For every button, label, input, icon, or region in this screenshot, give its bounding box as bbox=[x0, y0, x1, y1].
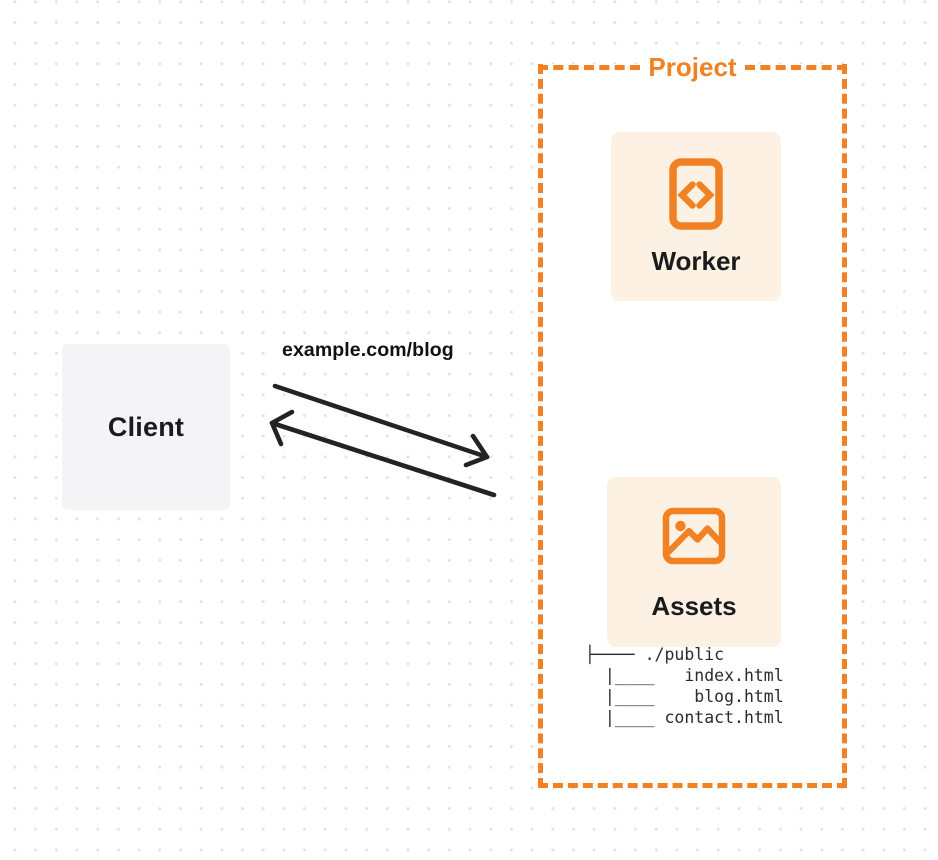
request-url-label: example.com/blog bbox=[282, 339, 454, 361]
worker-card: Worker bbox=[611, 132, 781, 301]
arrow-to-client-icon bbox=[269, 409, 497, 498]
client-label: Client bbox=[107, 411, 185, 442]
dashed-border-segment bbox=[538, 64, 641, 70]
project-top-border: Project bbox=[538, 51, 847, 83]
image-icon bbox=[662, 507, 726, 565]
dashed-border-segment bbox=[744, 64, 847, 70]
arrow-to-project-icon bbox=[272, 383, 490, 468]
worker-label: Worker bbox=[651, 246, 741, 276]
code-document-icon bbox=[669, 158, 723, 230]
assets-card: Assets bbox=[607, 477, 781, 647]
client-box: Client bbox=[62, 344, 230, 510]
assets-label: Assets bbox=[651, 591, 737, 621]
assets-file-tree: ├──── ./public |____ index.html |____ bl… bbox=[585, 645, 784, 727]
project-label: Project bbox=[640, 51, 745, 83]
project-box: Project Worker Assets ├──── ./public |__… bbox=[538, 51, 847, 788]
